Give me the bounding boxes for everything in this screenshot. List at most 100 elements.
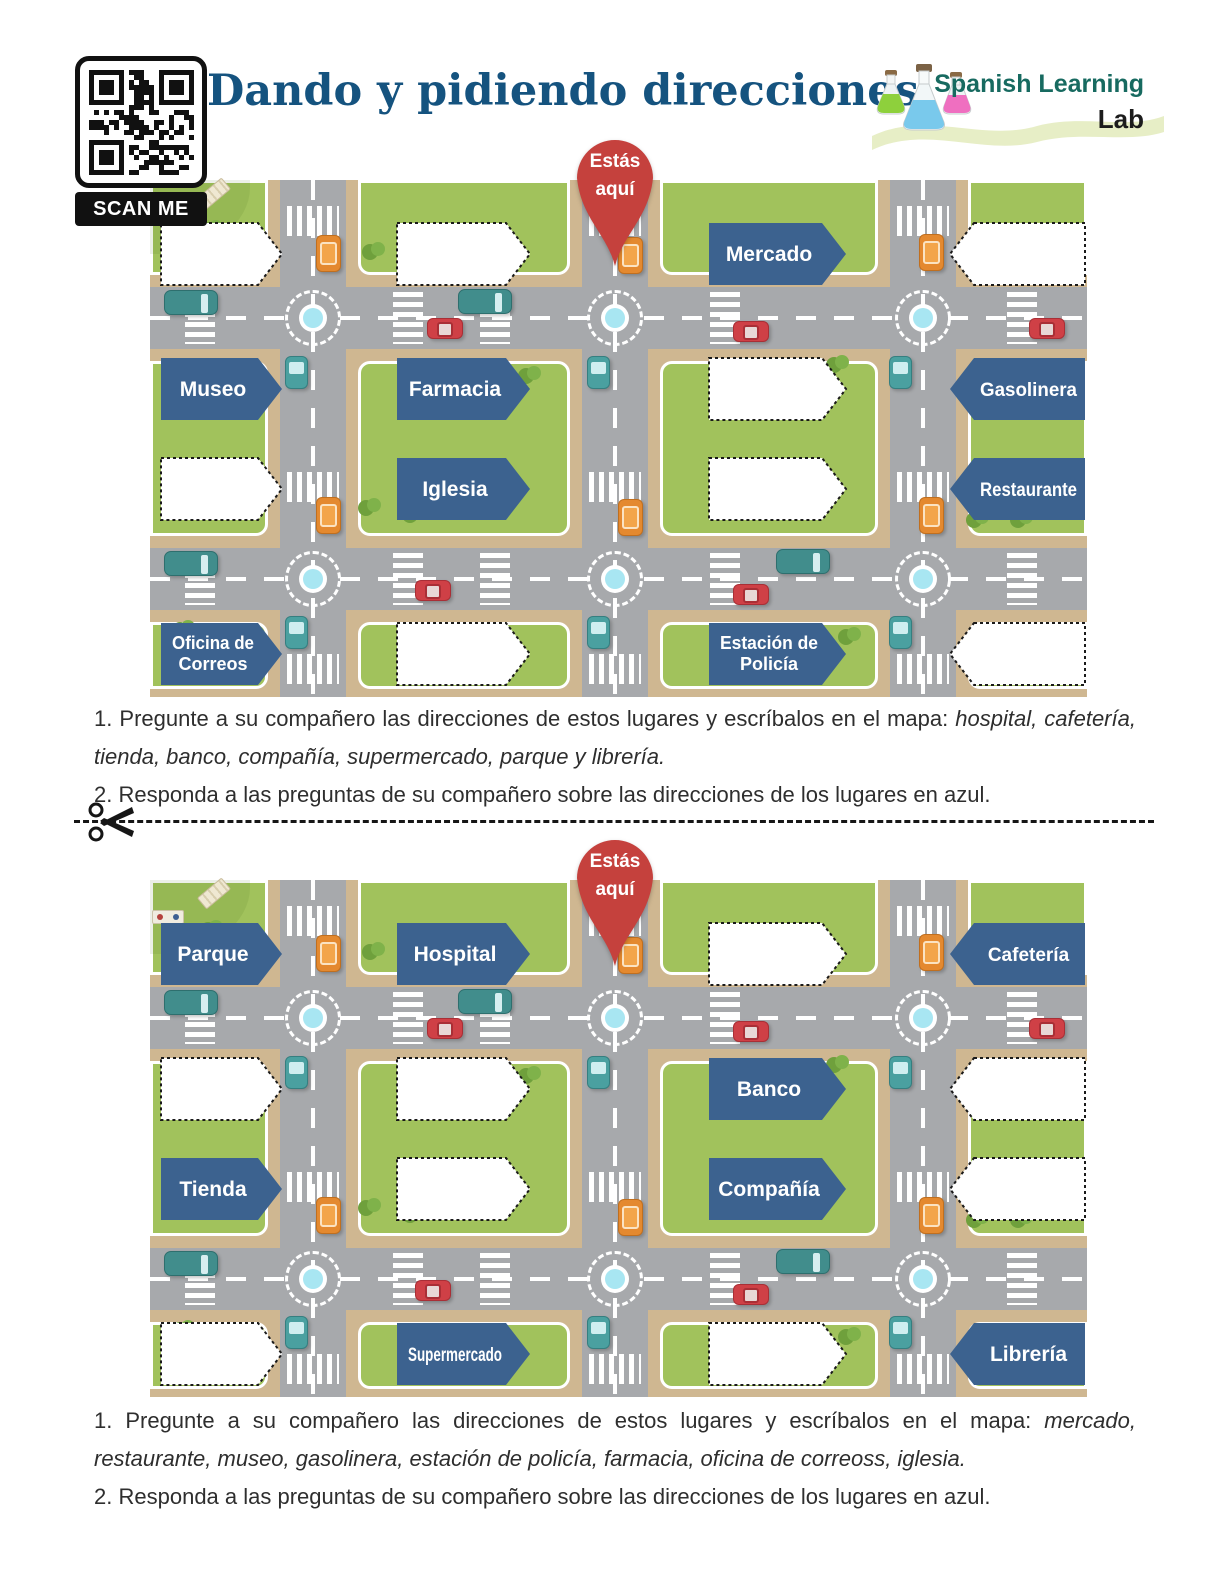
red-car [1029, 1018, 1065, 1039]
roundabout [587, 990, 643, 1046]
orange-car [919, 497, 944, 534]
bush-icon [362, 942, 386, 960]
red-car [733, 321, 769, 342]
qr-frame [75, 56, 207, 188]
brand-name: Spanish Learning [934, 70, 1144, 98]
svg-text:Tienda: Tienda [179, 1178, 247, 1201]
orange-car [919, 234, 944, 271]
svg-text:Compañía: Compañía [718, 1178, 820, 1201]
svg-text:Policía: Policía [740, 654, 799, 674]
van-car [164, 551, 218, 576]
svg-text:Estás: Estás [590, 851, 641, 872]
teal-car [285, 1316, 308, 1349]
road-center-line [311, 880, 315, 1397]
roundabout [285, 990, 341, 1046]
place-sign-tienda: Tienda [161, 1158, 282, 1220]
orange-car [618, 1199, 643, 1236]
red-car [733, 1284, 769, 1305]
orange-car [919, 1197, 944, 1234]
roundabout [587, 1251, 643, 1307]
brand-logo: Spanish Learning Lab [872, 60, 1164, 155]
svg-text:aquí: aquí [595, 879, 635, 900]
svg-text:Iglesia: Iglesia [422, 478, 488, 501]
place-sign-farmacia: Farmacia [397, 358, 530, 420]
red-car [427, 1018, 463, 1039]
orange-car [919, 934, 944, 971]
places-list: mercado, restaurante, museo, gasolinera,… [94, 1408, 1136, 1471]
place-sign-compania: Compañía [709, 1158, 846, 1220]
roundabout [285, 551, 341, 607]
brand-name-lab: Lab [1097, 104, 1144, 134]
orange-car [618, 937, 643, 974]
bush-icon [838, 627, 862, 645]
svg-text:Estás: Estás [590, 151, 641, 172]
blank-sign-slot[interactable] [396, 1157, 532, 1221]
teal-car [285, 356, 308, 389]
cut-line [74, 802, 1154, 842]
crosswalk [1007, 553, 1037, 605]
teal-car [889, 356, 912, 389]
roundabout-center [303, 1269, 323, 1289]
teal-car [587, 356, 610, 389]
bush-icon [362, 242, 386, 260]
crosswalk [480, 1253, 510, 1305]
roundabout-center [605, 1269, 625, 1289]
place-sign-libreria: Librería [950, 1323, 1085, 1385]
blank-sign-slot[interactable] [708, 357, 848, 421]
svg-text:Correos: Correos [178, 654, 247, 674]
instruction-item-1: 1. Pregunte a su compañero las direccion… [94, 1408, 1136, 1471]
van-car [458, 989, 512, 1014]
blank-sign-slot[interactable] [948, 622, 1087, 686]
blank-sign-slot[interactable] [948, 1157, 1087, 1221]
svg-text:Farmacia: Farmacia [409, 378, 502, 401]
bush-icon [826, 355, 850, 373]
crosswalk [393, 992, 423, 1044]
blank-sign-slot[interactable] [708, 922, 848, 986]
instructions-top: 1. Pregunte a su compañero las direccion… [94, 700, 1136, 813]
svg-text:Restaurante: Restaurante [980, 480, 1077, 501]
roundabout [587, 290, 643, 346]
roundabout [587, 551, 643, 607]
instructions-bottom: 1. Pregunte a su compañero las direccion… [94, 1402, 1136, 1515]
blank-sign-slot[interactable] [160, 457, 284, 521]
place-sign-mercado: Mercado [709, 223, 846, 285]
blank-sign-slot[interactable] [396, 1057, 532, 1121]
svg-text:Supermercado: Supermercado [408, 1345, 502, 1366]
crosswalk [589, 472, 641, 502]
crosswalk [897, 906, 949, 936]
blank-sign-slot[interactable] [160, 1322, 284, 1386]
orange-car [618, 499, 643, 536]
crosswalk [589, 1354, 641, 1384]
svg-text:Hospital: Hospital [414, 943, 497, 966]
blank-sign-slot[interactable] [948, 222, 1087, 286]
blank-sign-slot[interactable] [708, 1322, 848, 1386]
svg-text:Parque: Parque [177, 943, 248, 966]
bush-icon [358, 1198, 382, 1216]
svg-text:Gasolinera: Gasolinera [980, 380, 1077, 401]
red-car [415, 580, 451, 601]
roundabout [285, 1251, 341, 1307]
blank-sign-slot[interactable] [708, 457, 848, 521]
crosswalk [589, 1172, 641, 1202]
teal-car [889, 1056, 912, 1089]
svg-text:Estación de: Estación de [720, 633, 818, 653]
blank-sign-slot[interactable] [396, 222, 532, 286]
roundabout [895, 551, 951, 607]
blank-sign-slot[interactable] [948, 1057, 1087, 1121]
scissors-icon [88, 802, 134, 842]
blank-sign-slot[interactable] [160, 222, 284, 286]
brand-flasks-icon [876, 64, 972, 131]
road-center-line [921, 880, 925, 1397]
blank-sign-slot[interactable] [396, 622, 532, 686]
roundabout [895, 290, 951, 346]
place-sign-iglesia: Iglesia [397, 458, 530, 520]
red-car [1029, 318, 1065, 339]
teal-car [889, 616, 912, 649]
svg-text:Librería: Librería [990, 1343, 1067, 1366]
crosswalk [393, 292, 423, 344]
blank-sign-slot[interactable] [160, 1057, 284, 1121]
roundabout-center [605, 308, 625, 328]
